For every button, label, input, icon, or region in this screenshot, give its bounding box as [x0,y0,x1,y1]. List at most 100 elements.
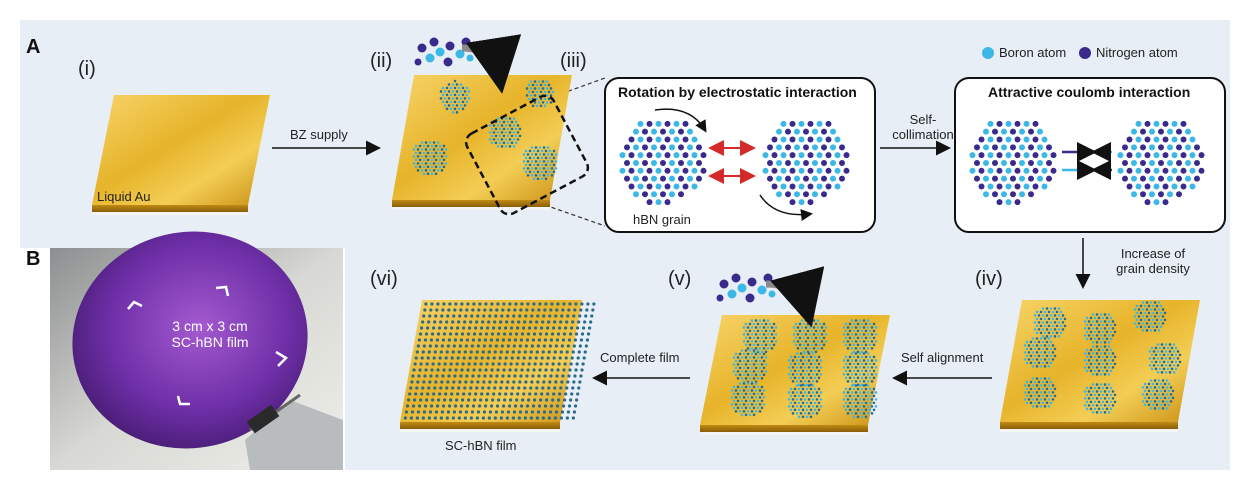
grain-iv-8-atom [1101,386,1105,390]
grain-iv-2-atom [1097,337,1101,341]
grain-iv-7-atom [1035,405,1039,408]
film-atom [511,320,515,324]
grain-v-2-atom [818,322,822,326]
film-atom [476,380,480,384]
grain-iv-7-atom [1045,380,1049,384]
grain-v-3-atom [848,329,852,333]
film-atom [501,374,505,378]
film-atom [553,386,557,390]
film-atom [569,326,574,330]
grain-iv-7-atom [1047,384,1051,387]
grain-iv-7-atom [1049,387,1053,391]
grain-ii-4-atom [440,169,444,172]
film-atom [490,302,494,306]
rotation-grain-left-nitrogen-atom [696,175,702,182]
grain-v-5-atom [805,355,809,359]
rotation-grain-left-boron-atom [673,183,680,190]
grain-v-4-atom [744,363,748,366]
grain-iv-6-atom [1174,367,1178,371]
grain-v-5-atom [803,373,807,376]
grain-v-7-atom [736,392,740,396]
film-atom [481,350,485,354]
rotation-grain-right-boron-atom [798,199,805,206]
substrate-vi-edge [400,422,560,429]
film-atom [523,350,527,354]
grain-iv-1-atom [1061,321,1065,324]
grain-iv-4-atom [1035,358,1039,361]
grain-v-8-atom [797,408,801,412]
grain-iv-9-atom [1147,396,1151,400]
coulomb-grain-right-boron-atom [1189,183,1196,190]
grain-ii-1-atom [451,90,455,93]
film-atom [484,368,488,372]
grain-v-4-atom [742,373,746,377]
film-atom [451,320,455,324]
grain-iv-5-atom [1107,359,1111,362]
grain-ii-5-atom [534,146,538,149]
grain-iv-8-atom [1099,404,1103,407]
grain-v-3-atom [862,319,866,322]
grain-iv-1-atom [1041,314,1045,317]
grain-iv-9-atom [1153,386,1157,389]
grain-ii-2-atom [541,80,545,83]
grain-iv-1-atom [1051,317,1055,321]
film-atom [554,410,559,414]
grain-iv-6-atom [1162,367,1166,371]
grain-iv-5-atom [1087,366,1091,369]
grain-v-9-atom [866,412,870,415]
grain-v-1-atom [750,333,754,336]
rotation-grain-left-nitrogen-atom [664,199,671,206]
precursor-v-atom [757,285,767,295]
film-atom [562,368,566,372]
grain-iv-6-atom [1158,360,1162,364]
grain-v-1-atom [774,326,778,329]
film-atom [543,404,548,408]
grain-iv-5-atom [1097,362,1101,366]
grain-ii-4-atom [430,165,434,169]
grain-v-1-atom [770,333,774,336]
film-atom [547,320,551,324]
grain-v-3-atom [848,336,852,340]
rotation-grain-right-nitrogen-atom [843,167,850,174]
grain-iv-3-atom [1153,301,1157,304]
grain-v-2-atom [796,333,800,336]
grain-iv-8-atom [1095,383,1099,386]
grain-v-4-atom [734,366,738,370]
grain-v-9-atom [868,387,872,391]
grain-iv-3-atom [1159,318,1163,322]
coulomb-grain-right-boron-atom [1117,152,1124,159]
film-atom [542,380,546,384]
coulomb-grain-right-boron-atom [1149,159,1155,166]
grain-iv-4-atom [1039,337,1043,340]
film-atom [568,302,572,306]
film-atom [555,374,559,378]
grain-v-4-atom [762,366,766,370]
grain-v-9-atom [850,384,854,387]
grain-ii-3-atom [510,134,514,138]
film-atom [445,350,449,354]
film-atom [463,416,467,420]
grain-v-2-atom [816,319,820,322]
grain-iv-3-atom [1141,301,1145,304]
coulomb-grain-left-nitrogen-atom [1032,183,1039,190]
grain-v-8-atom [803,412,807,415]
grain-ii-4-atom [432,155,436,158]
grain-iv-1-atom [1059,317,1063,321]
film-atom [501,308,505,312]
film-atom [483,308,487,312]
grain-v-5-atom [809,362,813,366]
grain-iv-6-atom [1172,343,1176,346]
grain-iv-8-atom [1105,386,1109,390]
grain-v-8-atom [811,384,815,387]
grain-v-7-atom [734,403,738,406]
rotation-grain-left-boron-atom [619,167,626,174]
grain-iv-2-atom [1089,323,1093,327]
grain-iv-6-atom [1150,367,1154,371]
film-atom [558,356,562,360]
film-atom [483,338,488,342]
grain-v-4-atom [756,377,760,380]
grain-v-9-atom [874,391,878,394]
film-atom [482,314,486,318]
coulomb-grain-right-nitrogen-atom [1140,175,1146,182]
film-atom [536,410,541,414]
